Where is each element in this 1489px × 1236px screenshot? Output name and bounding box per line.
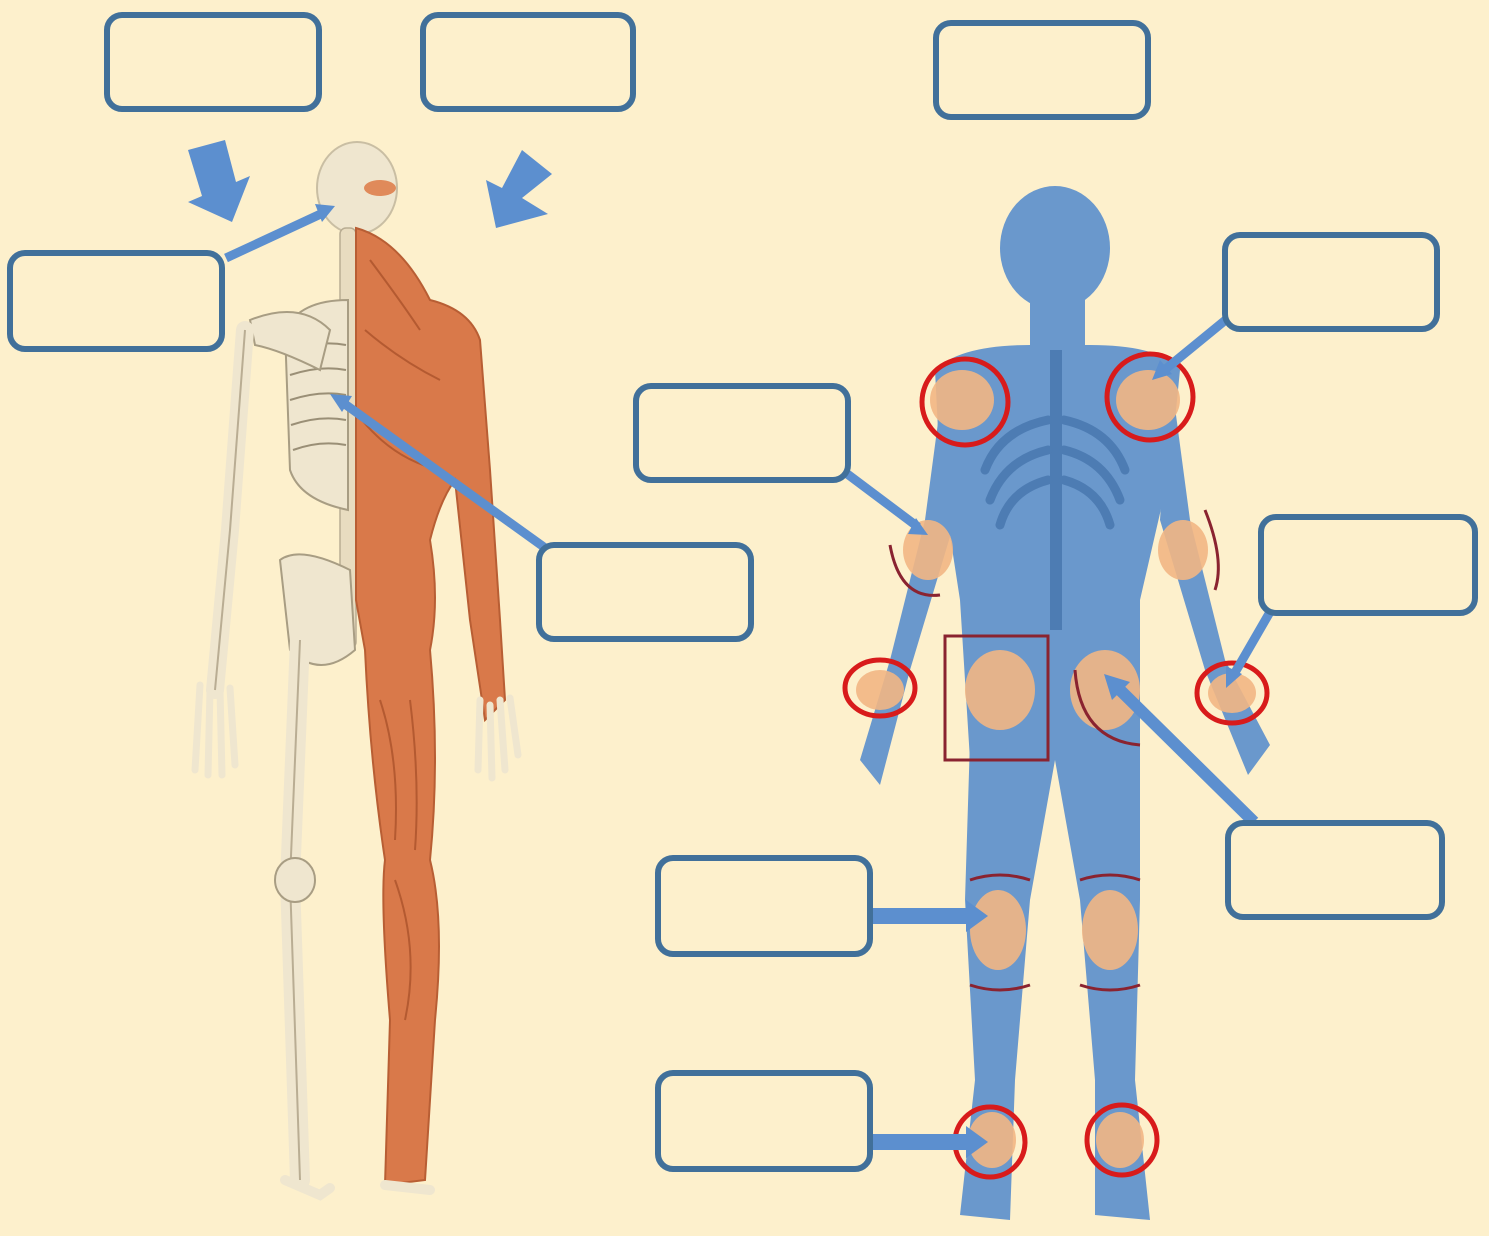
label-box-elbow[interactable] [633, 383, 851, 483]
label-box-ankle[interactable] [655, 1070, 873, 1172]
label-box-skull[interactable] [7, 250, 225, 352]
label-box-top-left[interactable] [104, 12, 322, 112]
label-box-shoulder[interactable] [1222, 232, 1440, 332]
pointer-arrow-icon [872, 900, 988, 932]
down-arrow-icon [188, 140, 250, 222]
pointer-arrow-icon [842, 470, 928, 535]
label-box-ribcage[interactable] [536, 542, 754, 642]
skeleton-muscle-figure [195, 142, 518, 1195]
label-box-wrist[interactable] [1258, 514, 1478, 616]
pointer-arrow-icon [1152, 318, 1228, 380]
label-box-hip[interactable] [1225, 820, 1445, 920]
label-box-silhouette-title[interactable] [933, 20, 1151, 120]
down-arrow-icon [486, 150, 552, 228]
label-box-top-middle[interactable] [420, 12, 636, 112]
pointer-arrow-icon [872, 1126, 988, 1158]
pointer-arrow-icon [226, 204, 335, 258]
label-box-knee[interactable] [655, 855, 873, 957]
body-silhouette [856, 186, 1270, 1220]
